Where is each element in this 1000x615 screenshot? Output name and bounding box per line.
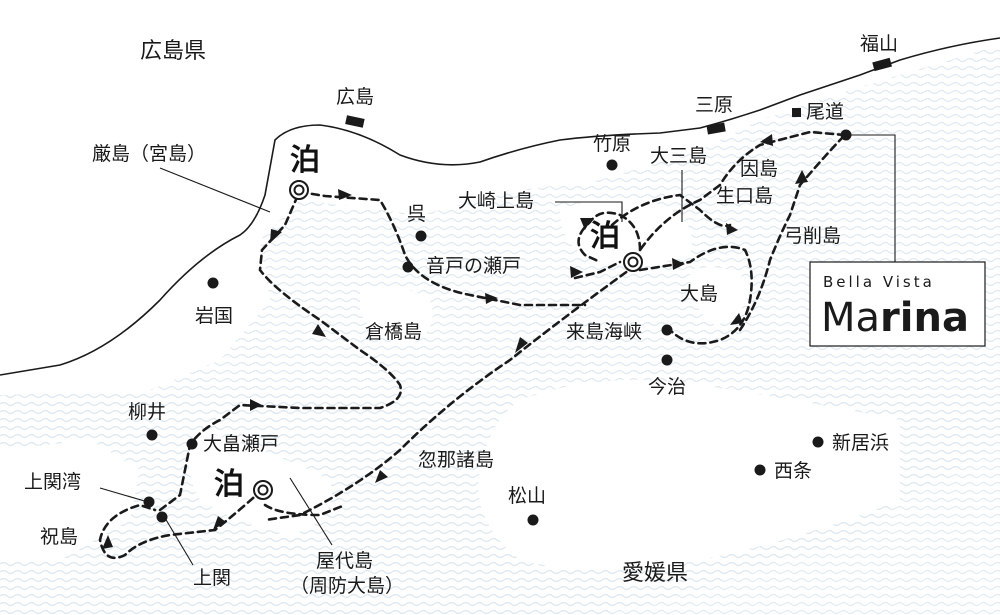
label-kurushima: 来島海峡 bbox=[566, 321, 642, 343]
kaminoseki-dot bbox=[156, 511, 168, 523]
islands bbox=[0, 198, 900, 570]
cruise-route bbox=[98, 130, 847, 560]
onomichi-dot bbox=[840, 129, 852, 141]
label-hiroshima-pref: 広島県 bbox=[140, 39, 206, 64]
label-yashiro-1: 屋代島 bbox=[316, 550, 373, 572]
label-ikuchijima: 生口島 bbox=[716, 185, 773, 207]
label-onomichi: 尾道 bbox=[806, 101, 844, 123]
stopover-label-yashiro: 泊 bbox=[214, 467, 244, 502]
label-ehime-pref: 愛媛県 bbox=[622, 561, 688, 586]
stopover-marker-miyajima bbox=[289, 180, 309, 200]
label-yanai: 柳井 bbox=[128, 401, 166, 423]
label-yugeshima: 弓削島 bbox=[784, 225, 841, 247]
oshimaseto-dot bbox=[186, 438, 198, 450]
brand-logo: Bella Vista Marina bbox=[809, 261, 986, 347]
mainland bbox=[0, 0, 1000, 375]
label-station-mihara: 三原 bbox=[695, 94, 733, 116]
label-oshima: 大島 bbox=[680, 283, 718, 305]
logo-ma-regular: Ma bbox=[821, 295, 880, 341]
label-imabari: 今治 bbox=[648, 376, 686, 398]
onomichi-marker bbox=[792, 108, 801, 117]
stopover-marker-yashiro bbox=[253, 480, 273, 500]
label-itsukushima: 厳島（宮島） bbox=[92, 143, 206, 165]
label-omishima: 大三島 bbox=[650, 145, 707, 167]
leader-lines bbox=[99, 134, 896, 566]
place-dots bbox=[143, 108, 852, 526]
stopover-marker-osakikamijima bbox=[623, 252, 643, 272]
label-osakikamijima: 大崎上島 bbox=[458, 190, 534, 212]
label-takehara: 竹原 bbox=[593, 133, 631, 155]
label-kure: 呉 bbox=[407, 203, 426, 225]
label-ondo: 音戸の瀬戸 bbox=[426, 255, 521, 277]
coastline bbox=[0, 37, 1000, 376]
label-kaminoseki: 上関 bbox=[193, 567, 231, 589]
matsuyama-dot bbox=[527, 514, 539, 526]
label-station-fukuyama: 福山 bbox=[860, 33, 898, 55]
label-oshimaseto: 大畠瀬戸 bbox=[203, 433, 279, 455]
labels: 広島県 愛媛県 広島 三原 福山 尾道 厳島（宮島） 呉 音戸の瀬戸 竹原 大崎… bbox=[24, 33, 898, 597]
label-yashiro-2: （周防大島） bbox=[290, 575, 404, 597]
label-saijo: 西条 bbox=[774, 460, 812, 482]
logo-line1: Bella Vista bbox=[823, 273, 935, 291]
label-kutsuna: 忽那諸島 bbox=[418, 449, 494, 471]
logo-line2: Marina bbox=[821, 295, 969, 341]
stopover-label-osakikamijima: 泊 bbox=[590, 219, 620, 254]
stopover-markers bbox=[253, 180, 643, 500]
label-kurahashijima: 倉橋島 bbox=[365, 321, 422, 343]
saijo-dot bbox=[754, 464, 766, 476]
label-station-hiroshima: 広島 bbox=[336, 86, 374, 108]
niihama-dot bbox=[812, 436, 824, 448]
station-marker-mihara bbox=[706, 122, 726, 135]
label-iwakuni: 岩国 bbox=[195, 305, 233, 327]
stopover-label-miyajima: 泊 bbox=[290, 143, 320, 178]
takehara-dot bbox=[606, 159, 618, 171]
iwakuni-dot bbox=[207, 277, 219, 289]
ondo-dot bbox=[402, 261, 414, 273]
logo-ma-bold: rina bbox=[880, 295, 969, 341]
yanai-dot bbox=[146, 429, 158, 441]
label-innoshima: 因島 bbox=[740, 158, 778, 180]
station-marker-hiroshima bbox=[345, 115, 365, 128]
label-matsuyama: 松山 bbox=[508, 485, 546, 507]
label-niihama: 新居浜 bbox=[832, 432, 889, 454]
kaminosekiwan-dot bbox=[143, 496, 155, 508]
label-iwaishima: 祝島 bbox=[40, 526, 78, 548]
kurushima-dot bbox=[661, 324, 673, 336]
kure-dot bbox=[415, 230, 427, 242]
imabari-dot bbox=[661, 354, 673, 366]
label-kaminosekiwan: 上関湾 bbox=[24, 471, 81, 493]
